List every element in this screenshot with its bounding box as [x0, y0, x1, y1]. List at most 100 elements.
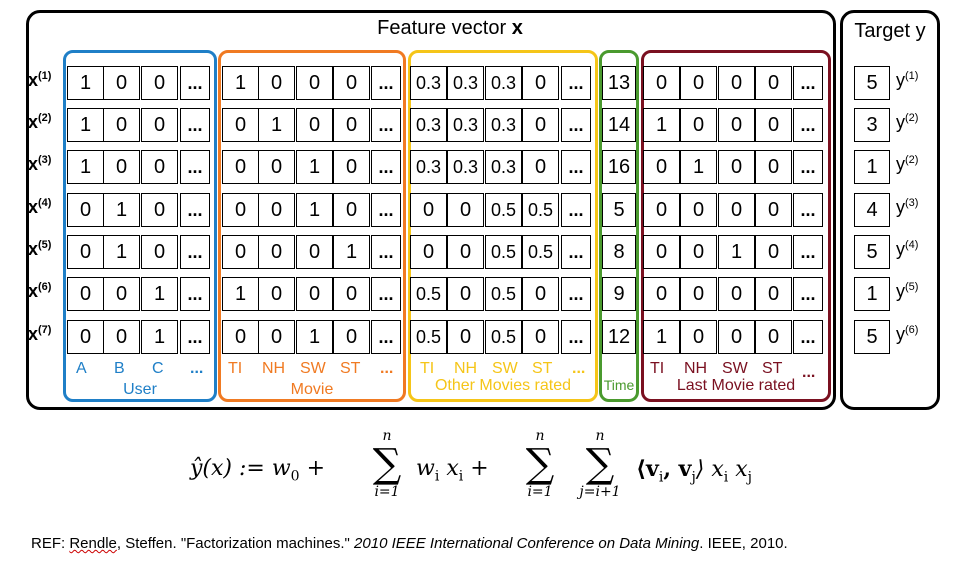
row-label: x(7)	[28, 324, 52, 344]
last-cell: ...	[793, 193, 823, 227]
last-cell: 0	[755, 193, 792, 227]
user-cell: 0	[141, 150, 178, 184]
movie-sub-sw: SW	[300, 360, 326, 377]
target-value: 5	[854, 235, 890, 269]
other-cell: 0.5	[485, 320, 522, 354]
other-cell: 0	[522, 66, 559, 100]
user-label: User	[123, 381, 157, 398]
last-cell: 0	[755, 235, 792, 269]
other-cell: 0.5	[485, 193, 522, 227]
user-group-box	[63, 50, 217, 402]
user-cell: 1	[67, 108, 104, 142]
last-cell: 0	[680, 277, 717, 311]
other-movies-group-box	[408, 50, 598, 402]
other-cell: 0.3	[485, 108, 522, 142]
time-cell: 16	[602, 150, 636, 184]
user-sub-c: C	[152, 360, 164, 377]
user-cell: 0	[103, 66, 140, 100]
target-label: y(6)	[896, 324, 919, 344]
other-cell: ...	[561, 235, 591, 269]
feature-vector-box	[26, 10, 836, 410]
last-cell: 0	[755, 277, 792, 311]
other-cell: ...	[561, 277, 591, 311]
user-cell: 0	[67, 235, 104, 269]
user-cell: 0	[103, 108, 140, 142]
movie-cell: ...	[371, 150, 401, 184]
movie-cell: ...	[371, 193, 401, 227]
time-label: Time	[603, 377, 635, 393]
last-cell: 1	[643, 320, 680, 354]
last-sub-st: ST	[762, 360, 783, 377]
other-cell: 0.5	[485, 277, 522, 311]
sum-1: n ∑ i=1	[372, 428, 402, 500]
last-cell: 0	[718, 150, 755, 184]
other-cell: 0	[447, 235, 484, 269]
user-cell: 0	[67, 320, 104, 354]
movie-cell: ...	[371, 277, 401, 311]
last-cell: 0	[680, 66, 717, 100]
last-cell: 1	[680, 150, 717, 184]
target-label: y(2)	[896, 154, 919, 174]
time-cell: 14	[602, 108, 636, 142]
movie-group-box	[218, 50, 406, 402]
user-cell: 0	[141, 66, 178, 100]
user-cell: 1	[103, 193, 140, 227]
formula-term1: wi xi +	[416, 456, 489, 485]
movie-cell: 0	[222, 108, 259, 142]
row-label: x(3)	[28, 154, 52, 174]
movie-cell: 0	[296, 235, 333, 269]
fm-formula: ŷ(x) := w0 + n ∑ i=1 wi xi + n ∑ i=1 n ∑…	[190, 428, 810, 523]
other-cell: ...	[561, 108, 591, 142]
movie-cell: 0	[333, 150, 370, 184]
target-value: 3	[854, 108, 890, 142]
other-cell: 0.5	[410, 320, 447, 354]
user-cell: ...	[180, 66, 210, 100]
sum-3: n ∑ j=i+1	[579, 428, 621, 500]
target-value: 1	[854, 277, 890, 311]
user-cell: 1	[103, 235, 140, 269]
user-cell: ...	[180, 150, 210, 184]
movie-sub-nh: NH	[262, 360, 286, 377]
target-label: y(3)	[896, 197, 919, 217]
user-cell: 0	[67, 277, 104, 311]
user-cell: 0	[103, 277, 140, 311]
target-label: y(1)	[896, 70, 919, 90]
movie-cell: 0	[333, 108, 370, 142]
target-box	[840, 10, 940, 410]
last-cell: 0	[643, 66, 680, 100]
target-label: y(5)	[896, 281, 919, 301]
movie-cell: ...	[371, 235, 401, 269]
last-cell: 0	[718, 66, 755, 100]
last-cell: 0	[718, 320, 755, 354]
other-cell: 0	[410, 193, 447, 227]
sum-2: n ∑ i=1	[525, 428, 555, 500]
movie-cell: 0	[258, 193, 295, 227]
user-cell: 0	[141, 108, 178, 142]
last-cell: ...	[793, 150, 823, 184]
user-sub-b: B	[114, 360, 125, 377]
other-cell: 0.3	[447, 66, 484, 100]
last-cell: 0	[680, 193, 717, 227]
last-cell: 0	[718, 277, 755, 311]
other-cell: 0.3	[410, 150, 447, 184]
user-cell: 0	[103, 320, 140, 354]
last-cell: 0	[643, 193, 680, 227]
movie-cell: ...	[371, 108, 401, 142]
other-cell: 0.3	[410, 108, 447, 142]
movie-cell: 1	[296, 150, 333, 184]
last-cell: 0	[643, 235, 680, 269]
last-sub-dots: ...	[802, 364, 816, 381]
user-cell: 1	[141, 320, 178, 354]
last-cell: 0	[755, 108, 792, 142]
row-label: x(2)	[28, 112, 52, 132]
other-cell: 0	[522, 320, 559, 354]
last-cell: 1	[718, 235, 755, 269]
other-cell: 0	[447, 320, 484, 354]
other-cell: 0	[522, 150, 559, 184]
user-cell: 1	[67, 150, 104, 184]
movie-cell: 0	[258, 320, 295, 354]
movie-cell: 0	[296, 277, 333, 311]
last-cell: 1	[643, 108, 680, 142]
other-cell: 0	[522, 108, 559, 142]
other-cell: 0	[447, 277, 484, 311]
